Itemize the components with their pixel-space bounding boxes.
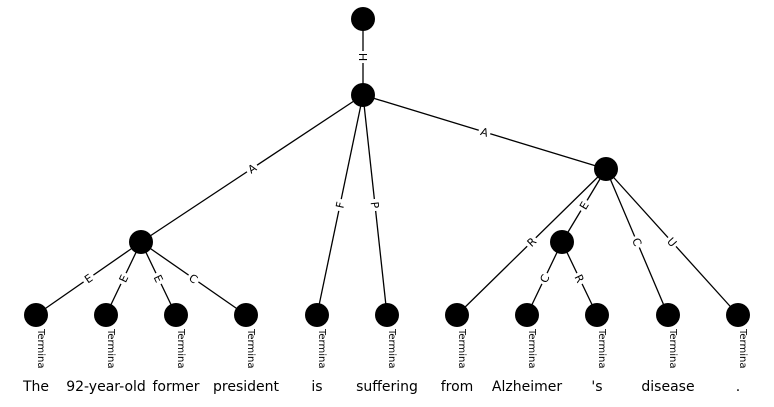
edge-label-group: C	[535, 270, 554, 287]
edge-label-bg	[662, 232, 682, 252]
edge-label-group: U	[662, 232, 682, 252]
edge-label: P	[368, 201, 382, 209]
edge-label-bg	[574, 196, 594, 215]
edge-label-bg	[356, 51, 370, 63]
token-word: former	[152, 379, 199, 395]
terminal-label: Termina	[175, 328, 186, 368]
token-word: 92-year-old	[66, 379, 146, 395]
edge-label-group: E	[114, 270, 133, 287]
terminal-label: Termina	[105, 328, 116, 368]
edge-label-group: E	[574, 196, 594, 215]
edge-label-group: F	[331, 197, 349, 213]
edge-label-bg	[243, 159, 261, 178]
edge-label: H	[356, 53, 369, 61]
node-t10	[726, 303, 750, 327]
node-t9	[656, 303, 680, 327]
node-t4	[305, 303, 329, 327]
terminal-label: Termina	[456, 328, 467, 368]
token-word: The	[22, 379, 49, 395]
terminal-label: Termina	[386, 328, 397, 368]
node-t1	[94, 303, 118, 327]
edge-label-group: R	[570, 270, 589, 287]
terminal-label: Termina	[316, 328, 327, 368]
node-t5	[375, 303, 399, 327]
edge-label-group: A	[243, 159, 261, 178]
terminal-label: Termina	[35, 328, 46, 368]
node-t6	[445, 303, 469, 327]
node-n1	[351, 83, 375, 107]
edge-label-bg	[628, 233, 646, 251]
token-word: is	[311, 379, 322, 395]
edge-label-group: H	[356, 51, 370, 63]
edge-label-bg	[535, 270, 554, 287]
token-word: suffering	[356, 379, 418, 395]
node-t3	[234, 303, 258, 327]
node-t0	[24, 303, 48, 327]
token-word: Alzheimer	[492, 379, 562, 395]
edge-label-bg	[522, 232, 541, 252]
terminal-label: Termina	[526, 328, 537, 368]
edge-label-bg	[149, 270, 168, 287]
token-word: .	[736, 379, 740, 395]
node-n2	[129, 230, 153, 254]
edge-label-bg	[367, 198, 383, 212]
node-n0	[351, 7, 375, 31]
edge-label-group: A	[476, 123, 493, 141]
edge-label: A	[479, 125, 490, 140]
edge-label-group: E	[79, 269, 98, 288]
edge-label-bg	[570, 270, 589, 287]
node-t8	[585, 303, 609, 327]
edge-label-group: C	[184, 269, 203, 288]
edge-label-group: C	[628, 233, 646, 251]
edge-label: E	[117, 273, 132, 285]
token-word: from	[441, 379, 474, 395]
terminal-label: Termina	[667, 328, 678, 368]
node-n4	[550, 230, 574, 254]
edge-label-bg	[476, 123, 493, 141]
token-word: disease	[641, 379, 694, 395]
terminal-label: Termina	[596, 328, 607, 368]
edge-label-group: E	[149, 270, 168, 287]
token-word: 's	[591, 379, 602, 395]
edge-label: F	[333, 201, 347, 210]
edge-label-group: R	[522, 232, 541, 252]
edges-layer	[35, 19, 739, 316]
terminal-label: Termina	[245, 328, 256, 368]
nodes-layer	[24, 7, 750, 327]
node-n3	[594, 157, 618, 181]
edge-label-group: P	[367, 198, 383, 212]
token-word: president	[213, 379, 280, 395]
edge-label-bg	[114, 270, 133, 287]
node-t7	[515, 303, 539, 327]
edge-label-bg	[79, 269, 98, 288]
node-t2	[164, 303, 188, 327]
terminal-label: Termina	[737, 328, 748, 368]
edge-label-bg	[184, 269, 203, 288]
edge-label-bg	[331, 197, 349, 213]
edge-label: E	[151, 273, 166, 285]
